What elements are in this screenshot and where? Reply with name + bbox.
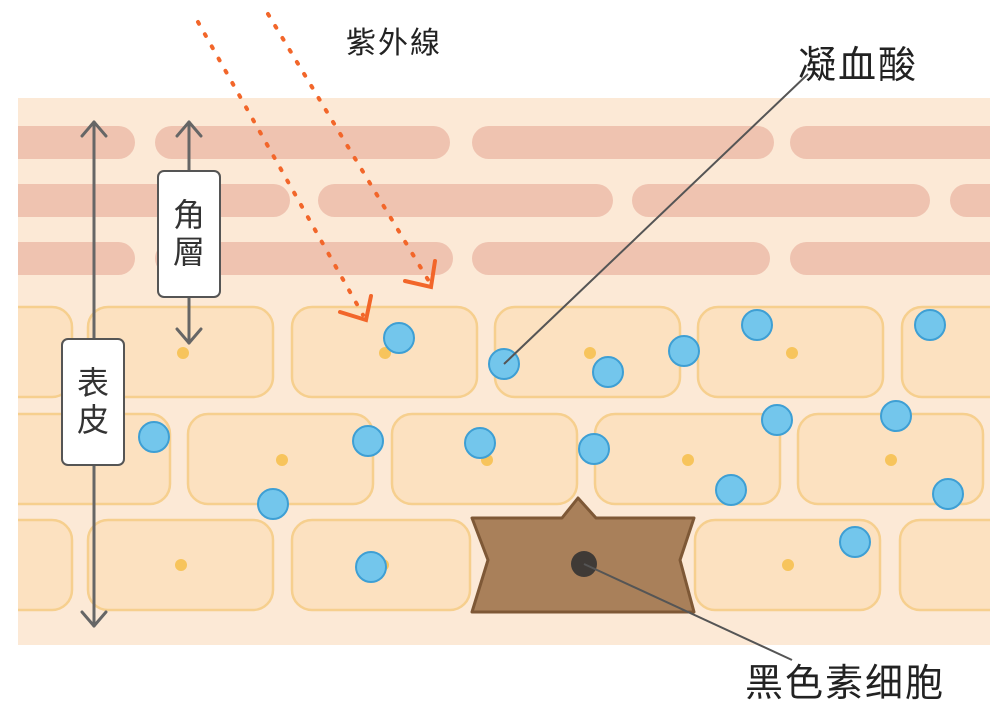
- epidermis-char: 表: [76, 364, 109, 403]
- uv-ray-arrowhead: [338, 294, 373, 323]
- molecule: [464, 427, 496, 459]
- arrowhead-down: [80, 610, 108, 628]
- molecule: [839, 526, 871, 558]
- molecule: [355, 551, 387, 583]
- corneum-band: [950, 184, 990, 217]
- epidermis-label: 表 皮: [61, 338, 125, 466]
- stratum-corneum-char: 角: [172, 196, 205, 235]
- nucleus: [379, 347, 391, 359]
- uv-ray-arrow: [196, 20, 365, 317]
- molecule: [138, 421, 170, 453]
- corneum-band: [790, 126, 990, 159]
- melanocyte-leader: [583, 563, 793, 661]
- corneum-band: [790, 242, 990, 275]
- arrowhead-down: [175, 327, 203, 345]
- uv-ray-arrow: [266, 12, 432, 285]
- molecule: [741, 309, 773, 341]
- arrowhead-up: [80, 120, 108, 138]
- corneum-band: [18, 184, 290, 217]
- arrowhead-up: [175, 120, 203, 138]
- nucleus: [584, 347, 596, 359]
- corneum-band: [155, 242, 453, 275]
- nucleus: [782, 559, 794, 571]
- nucleus: [786, 347, 798, 359]
- molecule: [932, 478, 964, 510]
- nucleus: [175, 559, 187, 571]
- corneum-band: [18, 126, 135, 159]
- corneum-band: [472, 126, 774, 159]
- melanocyte-label: 黑色素细胞: [745, 661, 946, 705]
- corneum-band: [472, 242, 770, 275]
- uv-rays: [196, 12, 437, 323]
- molecule: [880, 400, 912, 432]
- corneum-band: [155, 126, 450, 159]
- nucleus: [682, 454, 694, 466]
- nucleus: [276, 454, 288, 466]
- hyaluronic-acid-leader: [503, 73, 809, 365]
- molecule: [592, 356, 624, 388]
- uv-ray-arrowhead: [403, 259, 437, 290]
- cell: [898, 518, 990, 612]
- molecule: [715, 474, 747, 506]
- molecule: [914, 309, 946, 341]
- uv-label: 紫外線: [346, 26, 442, 61]
- corneum-band: [632, 184, 930, 217]
- molecule: [383, 322, 415, 354]
- molecule: [668, 335, 700, 367]
- epidermal-cells: [18, 305, 990, 612]
- epidermis-char: 皮: [76, 401, 109, 439]
- leader-lines: [503, 73, 809, 661]
- molecule: [257, 488, 289, 520]
- nucleus: [885, 454, 897, 466]
- cell: [18, 518, 74, 612]
- corneum-band: [318, 184, 613, 217]
- stratum-corneum-layer: [18, 126, 990, 275]
- molecule: [352, 425, 384, 457]
- nucleus: [177, 347, 189, 359]
- stratum-corneum-label: 角 層: [157, 170, 221, 298]
- molecule: [578, 433, 610, 465]
- hyaluronic-acid-label: 凝血酸: [798, 43, 919, 87]
- stratum-corneum-char: 層: [172, 233, 205, 271]
- molecule: [761, 404, 793, 436]
- corneum-band: [18, 242, 135, 275]
